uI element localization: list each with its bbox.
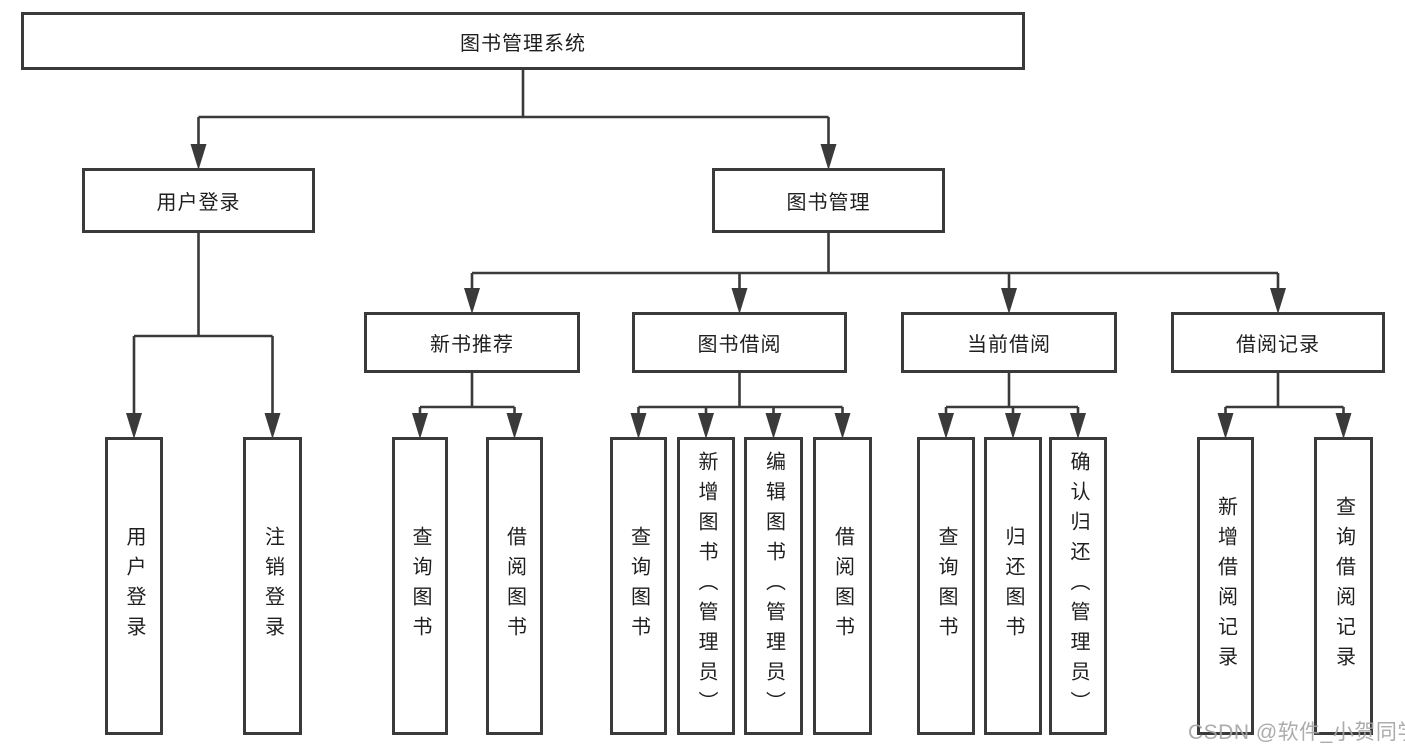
node-label: 归还图书 (1002, 526, 1024, 646)
node-label: 借阅图书 (503, 526, 526, 646)
node-label: 查询借阅记录 (1332, 496, 1355, 676)
node-borrowing-records: 借阅记录 (1171, 312, 1385, 373)
node-book-management: 图书管理 (712, 168, 945, 233)
node-label: 当前借阅 (967, 334, 1051, 356)
node-book-management-system: 图书管理系统 (21, 12, 1025, 70)
node-leaf-borrow-books-recommend: 借阅图书 (486, 437, 543, 735)
node-label: 注销登录 (261, 526, 284, 646)
node-leaf-return-book: 归还图书 (984, 437, 1042, 735)
node-leaf-query-books-recommend: 查询图书 (392, 437, 448, 735)
node-label: 借阅记录 (1236, 334, 1320, 356)
node-label: 新增借阅记录 (1214, 496, 1237, 676)
node-label: 借阅图书 (831, 526, 854, 646)
node-label: 查询图书 (627, 526, 650, 646)
node-leaf-query-books-borrow: 查询图书 (610, 437, 667, 735)
node-leaf-user-login: 用户登录 (105, 437, 163, 735)
arrowhead-icons (126, 144, 1352, 439)
node-leaf-query-books-current: 查询图书 (917, 437, 975, 735)
node-leaf-borrow-books: 借阅图书 (813, 437, 872, 735)
node-leaf-add-book-admin: 新增图书（管理员） (677, 437, 735, 735)
node-new-book-recommendation: 新书推荐 (364, 312, 580, 373)
node-label: 用户登录 (123, 526, 145, 646)
node-label: 用户登录 (156, 192, 241, 214)
node-leaf-edit-book-admin: 编辑图书（管理员） (744, 437, 803, 735)
node-label: 图书管理系统 (460, 32, 586, 55)
node-leaf-query-borrow-record: 查询借阅记录 (1314, 437, 1373, 735)
node-leaf-logout: 注销登录 (243, 437, 302, 735)
node-label: 确认归还（管理员） (1067, 451, 1089, 721)
node-current-borrowing: 当前借阅 (901, 312, 1117, 373)
node-label: 编辑图书（管理员） (762, 451, 785, 721)
node-label: 查询图书 (409, 526, 431, 646)
node-label: 新书推荐 (430, 334, 514, 356)
node-label: 新增图书（管理员） (695, 451, 717, 721)
csdn-watermark: CSDN @软件_小贺同学 (1188, 721, 1405, 744)
node-leaf-add-borrow-record: 新增借阅记录 (1197, 437, 1254, 735)
node-user-login: 用户登录 (82, 168, 315, 233)
node-label: 查询图书 (935, 526, 957, 646)
node-leaf-confirm-return-admin: 确认归还（管理员） (1049, 437, 1107, 735)
node-label: 图书管理 (786, 192, 871, 214)
node-label: 图书借阅 (697, 334, 782, 356)
node-book-borrowing: 图书借阅 (632, 312, 847, 373)
connector-lines (132, 70, 1345, 415)
